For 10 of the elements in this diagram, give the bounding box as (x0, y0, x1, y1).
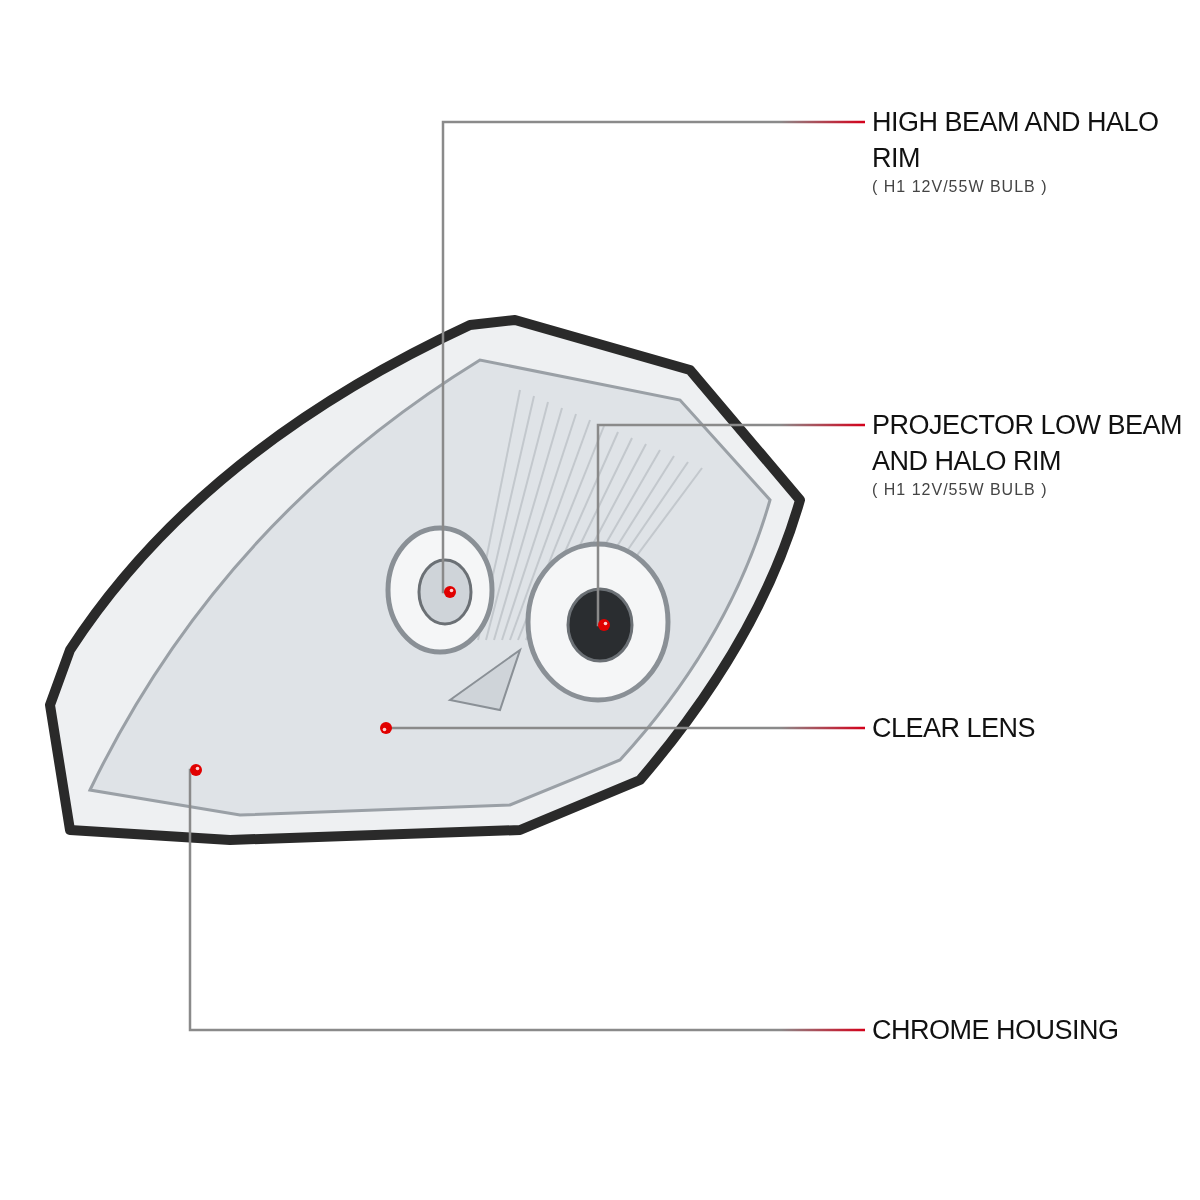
leader-line (441, 120, 865, 598)
leader-line (188, 764, 865, 1032)
callout-label: CLEAR LENS (872, 712, 1037, 745)
leader-line (380, 722, 865, 734)
leader-line (596, 423, 865, 631)
callout-label: PROJECTOR LOW BEAM AND HALO RIM (872, 409, 1184, 478)
callout-label: CHROME HOUSING (872, 1014, 1120, 1047)
bulb-spec: ( H1 12V/55W BULB ) (872, 177, 1049, 197)
callout-label: HIGH BEAM AND HALO RIM (872, 106, 1160, 175)
bulb-spec: ( H1 12V/55W BULB ) (872, 480, 1049, 500)
